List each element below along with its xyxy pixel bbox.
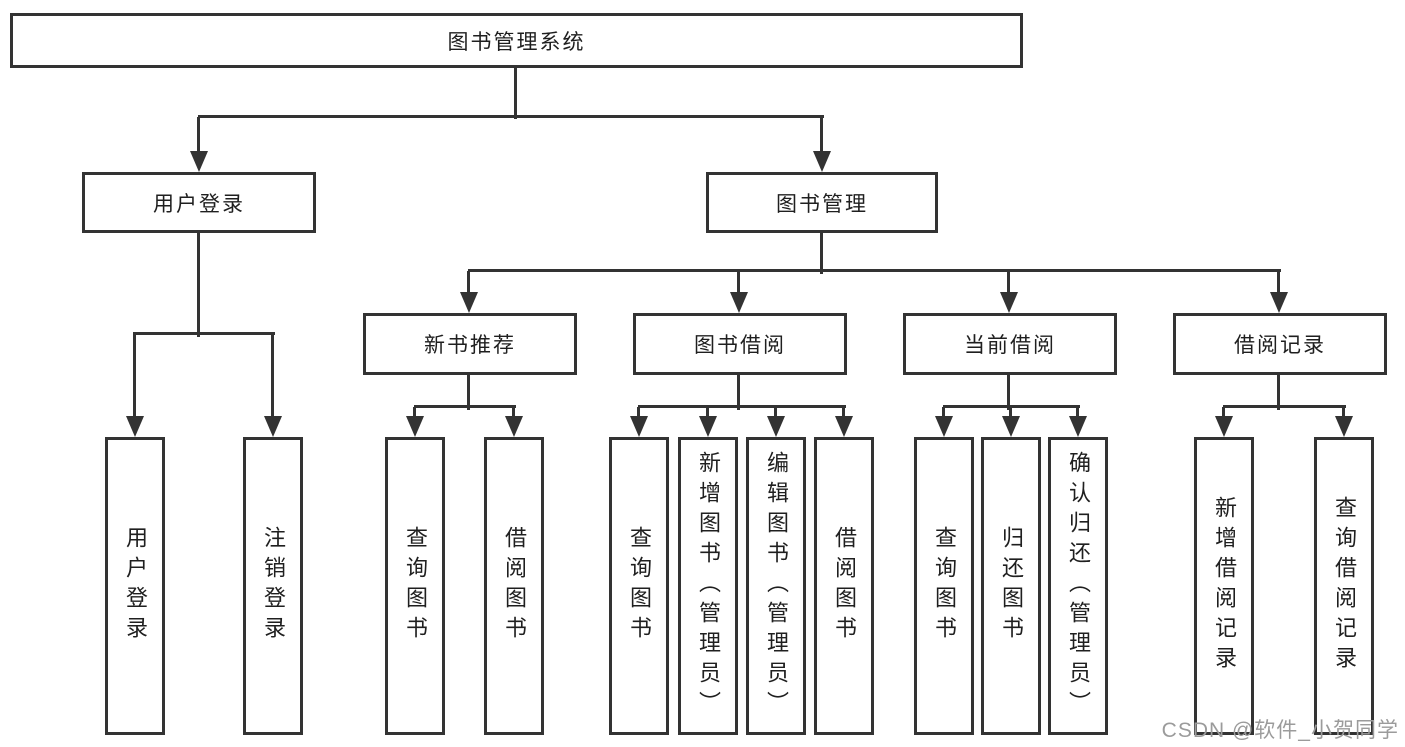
- arrowhead-down-icon: [406, 416, 424, 437]
- leaf-query-borrow-record: 查询借阅记录: [1314, 437, 1374, 735]
- connector-line: [1007, 375, 1010, 410]
- node-user-login: 用户登录: [82, 172, 316, 233]
- connector-line: [774, 407, 777, 422]
- leaf-logout: 注销登录: [243, 437, 303, 735]
- leaf-user-login: 用户登录: [105, 437, 165, 735]
- connector-line: [637, 407, 640, 422]
- connector-line: [737, 271, 740, 298]
- leaf-borrow-books: 借阅图书: [814, 437, 874, 735]
- node-library-management-system: 图书管理系统: [10, 13, 1023, 68]
- arrowhead-down-icon: [126, 416, 144, 437]
- connector-line: [271, 334, 274, 422]
- connector-line: [820, 117, 823, 157]
- arrowhead-down-icon: [630, 416, 648, 437]
- connector-line: [467, 271, 470, 298]
- arrowhead-down-icon: [767, 416, 785, 437]
- connector-line: [133, 332, 275, 335]
- connector-line: [943, 405, 1080, 408]
- connector-line: [1277, 375, 1280, 410]
- connector-line: [468, 269, 1281, 272]
- leaf-query-books: 查询图书: [385, 437, 445, 735]
- node-book-borrow: 图书借阅: [633, 313, 847, 375]
- connector-line: [197, 117, 200, 157]
- arrowhead-down-icon: [1000, 292, 1018, 313]
- arrowhead-down-icon: [1215, 416, 1233, 437]
- leaf-borrow-books: 借阅图书: [484, 437, 544, 735]
- watermark: CSDN @软件_小贺同学: [1161, 719, 1399, 742]
- leaf-confirm-return-admin: 确认归还（管理员）: [1048, 437, 1108, 735]
- arrowhead-down-icon: [699, 416, 717, 437]
- arrowhead-down-icon: [1335, 416, 1353, 437]
- connector-line: [942, 407, 945, 422]
- leaf-edit-book-admin: 编辑图书（管理员）: [746, 437, 806, 735]
- connector-line: [1342, 407, 1345, 422]
- node-book-management: 图书管理: [706, 172, 938, 233]
- connector-line: [514, 68, 517, 119]
- arrowhead-down-icon: [1069, 416, 1087, 437]
- node-new-book-recommend: 新书推荐: [363, 313, 577, 375]
- arrowhead-down-icon: [505, 416, 523, 437]
- connector-line: [467, 375, 470, 410]
- connector-line: [706, 407, 709, 422]
- arrowhead-down-icon: [1002, 416, 1020, 437]
- connector-line: [638, 405, 846, 408]
- arrowhead-down-icon: [813, 151, 831, 172]
- connector-line: [1223, 405, 1346, 408]
- arrowhead-down-icon: [190, 151, 208, 172]
- arrowhead-down-icon: [460, 292, 478, 313]
- arrowhead-down-icon: [730, 292, 748, 313]
- connector-line: [1277, 271, 1280, 298]
- node-borrow-records: 借阅记录: [1173, 313, 1387, 375]
- leaf-return-books: 归还图书: [981, 437, 1041, 735]
- leaf-add-borrow-record: 新增借阅记录: [1194, 437, 1254, 735]
- connector-line: [1009, 407, 1012, 422]
- arrowhead-down-icon: [1270, 292, 1288, 313]
- leaf-add-book-admin: 新增图书（管理员）: [678, 437, 738, 735]
- connector-line: [198, 115, 824, 118]
- leaf-query-books: 查询图书: [914, 437, 974, 735]
- connector-line: [842, 407, 845, 422]
- connector-line: [820, 233, 823, 274]
- connector-line: [1007, 271, 1010, 298]
- node-current-borrow: 当前借阅: [903, 313, 1117, 375]
- connector-line: [413, 407, 416, 422]
- connector-line: [133, 334, 136, 422]
- connector-line: [1222, 407, 1225, 422]
- connector-line: [1076, 407, 1079, 422]
- connector-line: [197, 233, 200, 337]
- leaf-query-books: 查询图书: [609, 437, 669, 735]
- connector-line: [737, 375, 740, 410]
- connector-line: [414, 405, 516, 408]
- connector-line: [512, 407, 515, 422]
- arrowhead-down-icon: [264, 416, 282, 437]
- arrowhead-down-icon: [935, 416, 953, 437]
- arrowhead-down-icon: [835, 416, 853, 437]
